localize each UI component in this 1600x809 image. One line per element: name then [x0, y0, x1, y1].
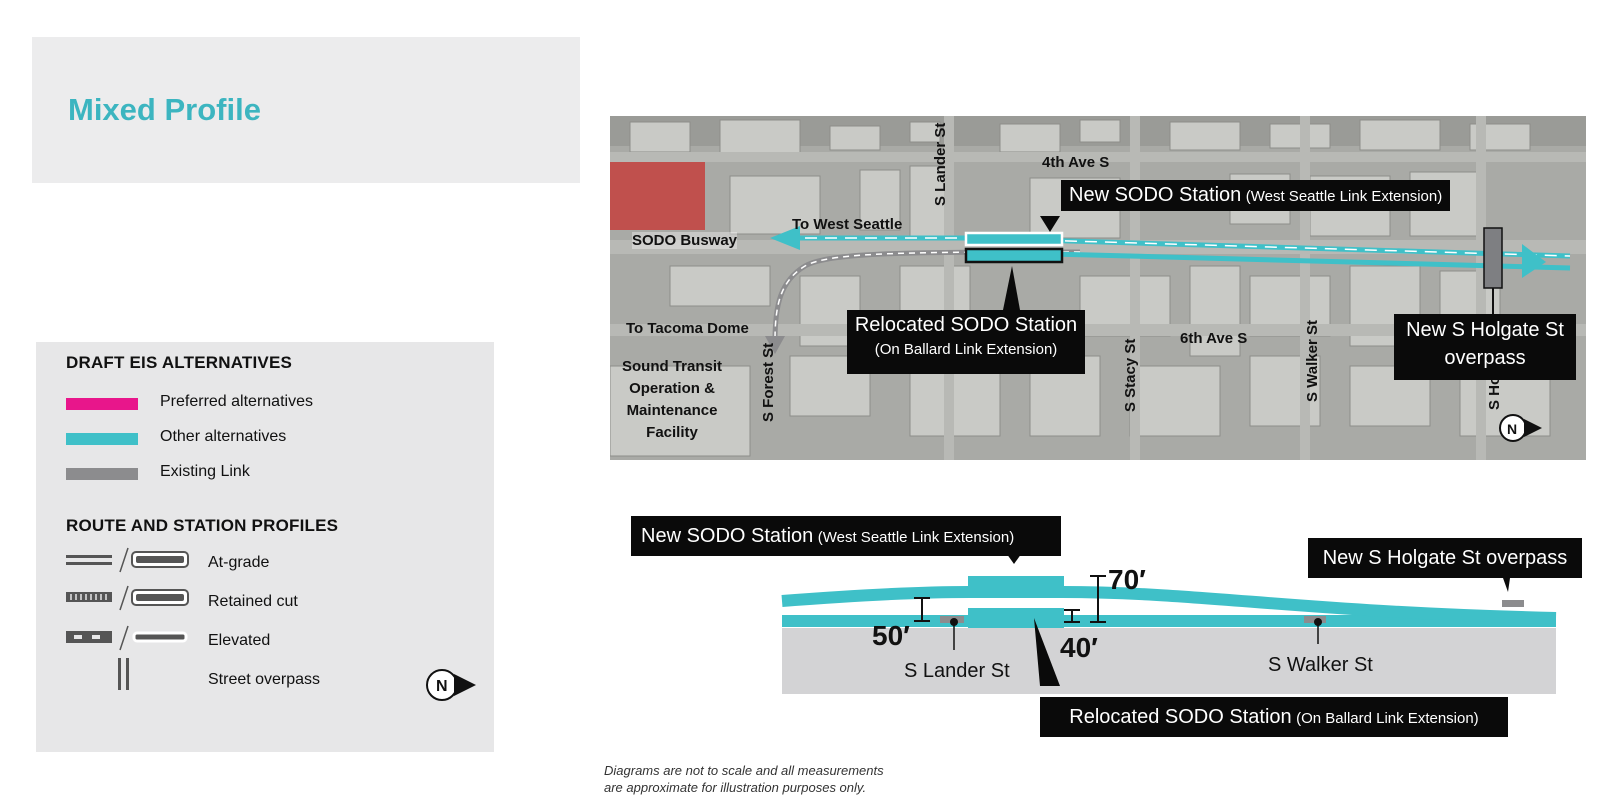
new-station-profile — [968, 576, 1064, 594]
relocated-callout-title: Relocated SODO Station — [854, 314, 1078, 336]
overpass-profile-marker — [1502, 600, 1524, 607]
relocated-station-callout: Relocated SODO Station (On Ballard Link … — [847, 310, 1085, 374]
street-stacy: S Stacy St — [1122, 338, 1139, 412]
legend-label-existing: Existing Link — [160, 463, 250, 480]
profile-diagram — [781, 550, 1557, 694]
dim-50: 50′ — [872, 620, 910, 651]
new-station-callout: New SODO Station (West Seattle Link Exte… — [1061, 180, 1451, 211]
facility-line-4: Facility — [646, 424, 698, 441]
profile-label-at-grade: At-grade — [208, 554, 270, 571]
street-walker: S Walker St — [1304, 320, 1321, 402]
preferred-swatch — [66, 398, 138, 410]
tacoma-arrow-icon — [765, 336, 785, 354]
legend-panel: DRAFT EIS ALTERNATIVES Preferred alterna… — [36, 342, 494, 752]
page-title: Mixed Profile — [68, 92, 261, 127]
profile-icons — [66, 547, 189, 690]
elevated-icon — [66, 625, 188, 651]
street-4th-ave: 4th Ave S — [1042, 154, 1110, 171]
east-arrow-icon — [1522, 244, 1546, 278]
disclaimer-line-2: are approximate for illustration purpose… — [604, 780, 867, 795]
legend-label-other: Other alternatives — [160, 428, 287, 445]
profile-new-station-sub: (West Seattle Link Extension) — [817, 529, 1015, 546]
facility-line-1: Sound Transit — [621, 358, 722, 375]
profile-label-elevated: Elevated — [208, 632, 271, 649]
dim-70: 70′ — [1108, 564, 1146, 595]
profile-relocated-callout: Relocated SODO Station (On Ballard Link … — [1040, 697, 1508, 737]
street-overpass-icon — [118, 658, 129, 690]
facility-line-2: Operation & — [629, 380, 715, 397]
to-west-seattle-arrow-icon — [770, 226, 800, 250]
svg-text:N: N — [1507, 421, 1517, 437]
legend-label-preferred: Preferred alternatives — [160, 393, 313, 410]
profile-new-station-title: New SODO Station — [641, 525, 814, 547]
svg-text:N: N — [436, 678, 448, 695]
street-holgate: S Ho — [1486, 375, 1503, 410]
street-forest: S Forest St — [760, 342, 777, 422]
existing-swatch — [66, 468, 138, 480]
overpass-callout-line-1: New S Holgate St — [1406, 319, 1564, 341]
map-north-arrow-icon: N — [1499, 414, 1542, 442]
at-grade-icon — [66, 547, 189, 573]
to-tacoma-label: To Tacoma Dome — [626, 320, 749, 337]
street-lander: S Lander St — [932, 122, 949, 206]
legend-heading-alternatives: DRAFT EIS ALTERNATIVES — [66, 353, 293, 372]
new-station-callout-title: New SODO Station — [1069, 184, 1242, 206]
profile-relocated-title: Relocated SODO Station — [1069, 706, 1292, 728]
overpass-callout-line-2: overpass — [1444, 347, 1526, 369]
profile-new-station-callout: New SODO Station (West Seattle Link Exte… — [631, 516, 1061, 556]
disclaimer: Diagrams are not to scale and all measur… — [604, 762, 884, 796]
street-6th-ave: 6th Ave S — [1180, 330, 1248, 347]
new-station-callout-sub: (West Seattle Link Extension) — [1245, 188, 1443, 205]
relocated-callout-sub: (On Ballard Link Extension) — [874, 341, 1058, 358]
relocated-sodo-station-marker — [964, 247, 1064, 264]
retained-cut-icon — [66, 585, 189, 611]
profile-label-retained-cut: Retained cut — [208, 593, 298, 610]
profile-lander-label: S Lander St — [904, 660, 1010, 682]
facility-line-3: Maintenance — [626, 402, 718, 419]
profile-walker-label: S Walker St — [1268, 654, 1373, 676]
title-panel — [32, 37, 580, 183]
new-sodo-station-marker — [964, 231, 1064, 247]
holgate-overpass-marker — [1483, 227, 1503, 289]
upper-track — [781, 586, 1557, 624]
profile-overpass-callout: New S Holgate St overpass — [1308, 538, 1582, 578]
profile-label-overpass: Street overpass — [208, 671, 321, 688]
profile-overpass-title: New S Holgate St overpass — [1322, 547, 1568, 569]
overpass-callout: New S Holgate St overpass — [1394, 314, 1576, 380]
disclaimer-line-1: Diagrams are not to scale and all measur… — [604, 763, 884, 778]
facility-label: Sound Transit Operation & Maintenance Fa… — [620, 356, 724, 444]
north-arrow-icon: N — [426, 669, 476, 701]
relocated-station-profile — [968, 608, 1064, 628]
street-busway: SODO Busway — [632, 232, 738, 249]
profile-relocated-sub: (On Ballard Link Extension) — [1296, 710, 1479, 727]
legend-heading-profiles: ROUTE AND STATION PROFILES — [66, 516, 339, 535]
dim-40: 40′ — [1060, 632, 1098, 663]
aerial-map: N 4th Ave S S Lander St SODO Busway To W… — [610, 116, 1586, 460]
ground-band — [782, 628, 1556, 694]
to-west-seattle-label: To West Seattle — [792, 216, 903, 233]
other-swatch — [66, 433, 138, 445]
